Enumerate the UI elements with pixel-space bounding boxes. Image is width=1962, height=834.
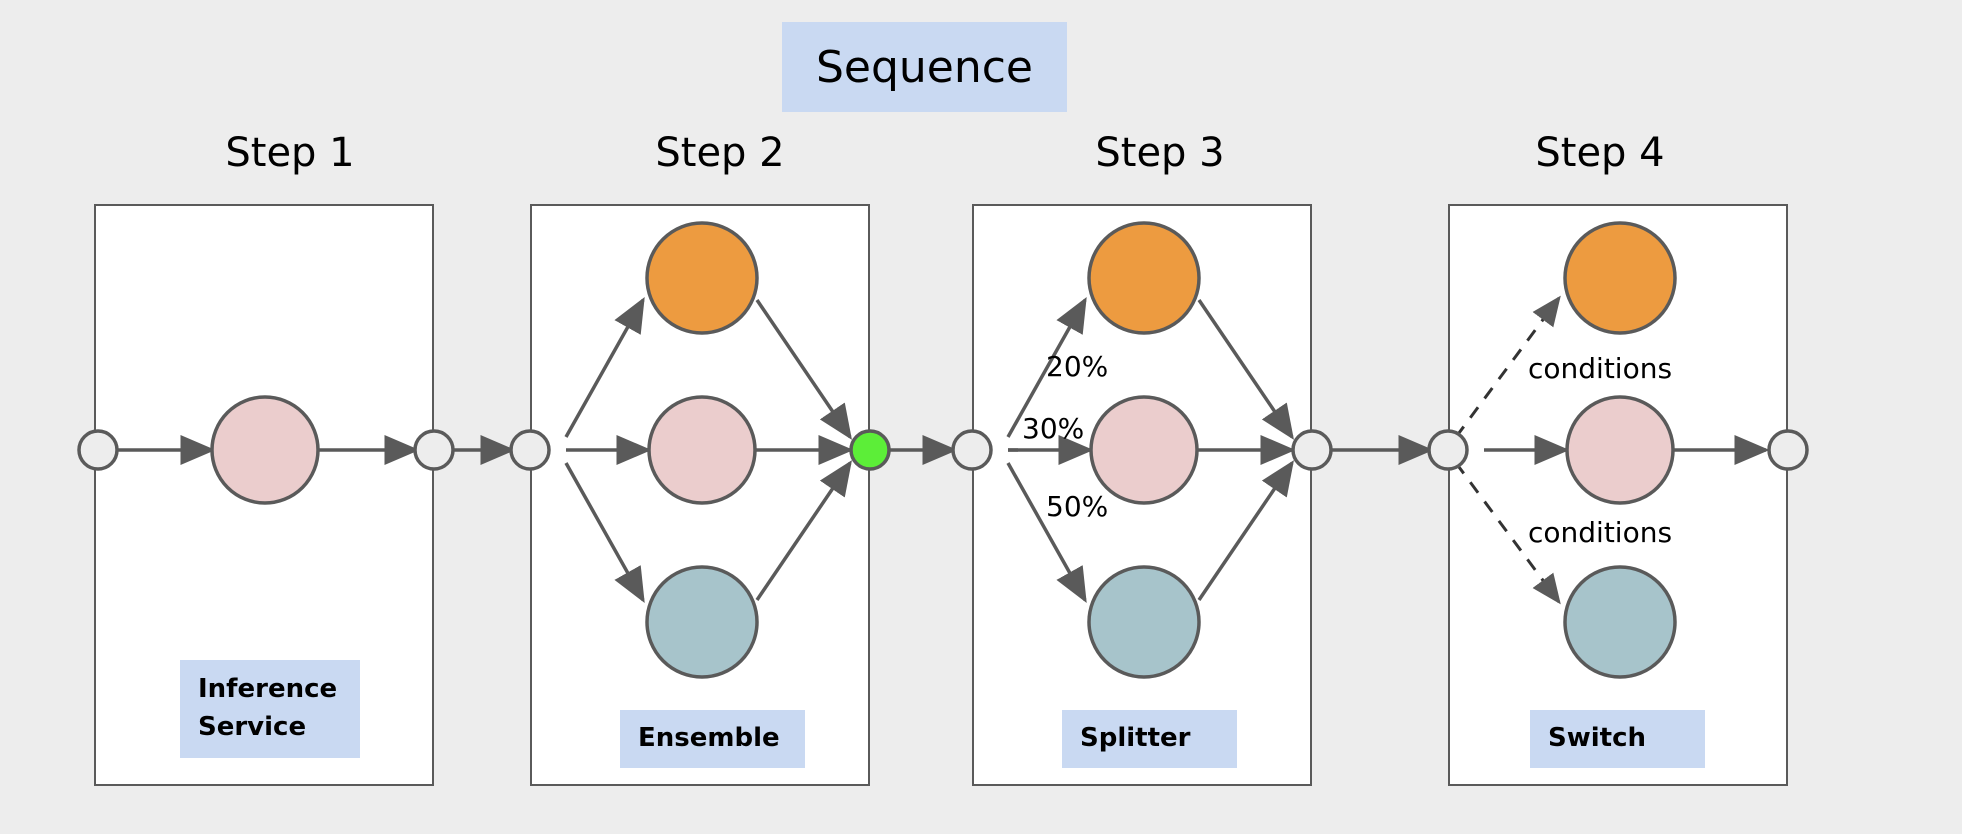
step-tag-inference-service: Inference Service (180, 660, 360, 758)
step-box-4[interactable] (1448, 204, 1788, 786)
diagram-title: Sequence (782, 22, 1067, 112)
edge-label-split-top: 20% (1046, 350, 1109, 383)
edge-label-split-middle: 30% (1022, 412, 1085, 445)
step-tag-switch: Switch (1530, 710, 1705, 768)
edge-label-condition-top: conditions (1528, 352, 1673, 385)
step-box-3[interactable] (972, 204, 1312, 786)
step-tag-splitter: Splitter (1062, 710, 1237, 768)
step-label-2: Step 2 (655, 130, 785, 176)
step-label-1: Step 1 (225, 130, 355, 176)
step-label-4: Step 4 (1535, 130, 1665, 176)
step-tag-ensemble: Ensemble (620, 710, 805, 768)
edge-label-condition-bottom: conditions (1528, 516, 1673, 549)
edge-label-split-bottom: 50% (1046, 490, 1109, 523)
step-box-2[interactable] (530, 204, 870, 786)
step-label-3: Step 3 (1095, 130, 1225, 176)
